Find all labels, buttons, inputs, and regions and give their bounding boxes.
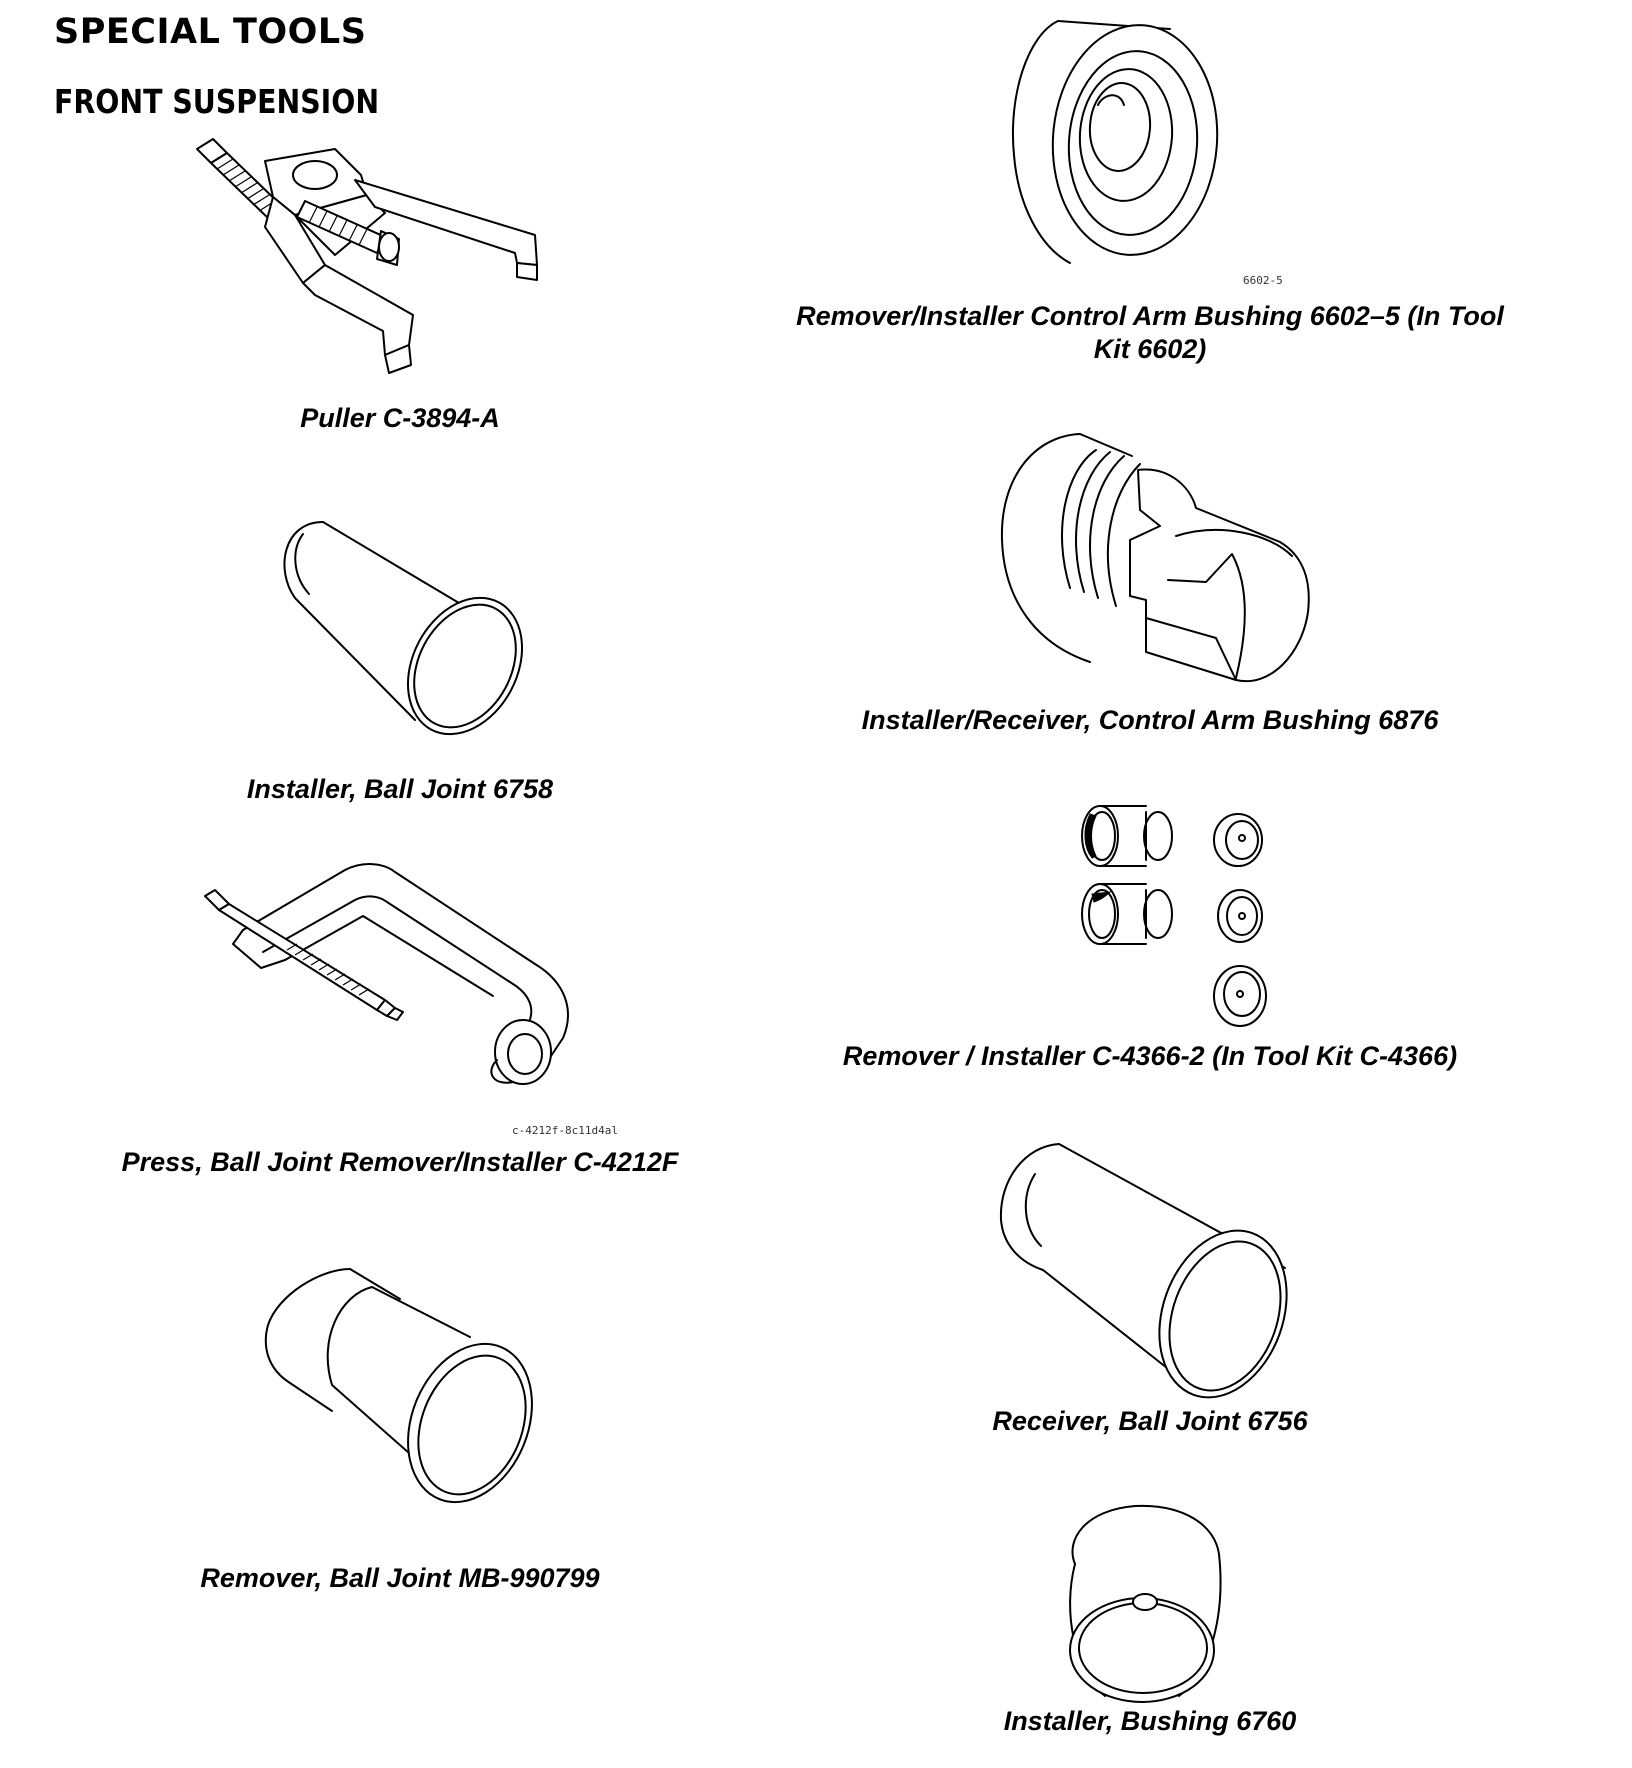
section-heading: FRONT SUSPENSION (54, 82, 380, 121)
cylinder-sleeve-icon (265, 520, 545, 740)
press-caption: Press, Ball Joint Remover/Installer C-42… (121, 1147, 679, 1177)
puller-caption: Puller C-3894-A (300, 403, 500, 433)
bushing-cup-icon (1000, 15, 1230, 270)
control-arm-bushing-installer-caption: Installer/Receiver, Control Arm Bushing … (861, 705, 1439, 735)
c-clamp-press-icon (195, 860, 595, 1100)
press-figure-code: c-4212f-8c11d4al (512, 1124, 618, 1137)
page-title: SPECIAL TOOLS (54, 12, 367, 52)
stepped-cup-icon (260, 1265, 550, 1525)
bushing-cup-icon (1055, 1500, 1230, 1705)
c4366-kit-caption: Remover / Installer C-4366-2 (In Tool Ki… (842, 1041, 1458, 1071)
bushing-remover-figure-code: 6602-5 (1243, 274, 1283, 287)
receiver-cylinder-icon (995, 1140, 1315, 1405)
adapter-set-icon (1080, 800, 1310, 1030)
ball-joint-remover-caption: Remover, Ball Joint MB-990799 (200, 1563, 600, 1593)
ball-joint-receiver-caption: Receiver, Ball Joint 6756 (992, 1406, 1308, 1436)
control-arm-bushing-remover-caption: Remover/Installer Control Arm Bushing 66… (796, 301, 1504, 364)
puller-icon (185, 135, 615, 395)
bushing-installer-caption: Installer, Bushing 6760 (1003, 1706, 1297, 1736)
ball-joint-installer-caption: Installer, Ball Joint 6758 (246, 774, 554, 804)
notched-receiver-icon (1000, 430, 1310, 700)
